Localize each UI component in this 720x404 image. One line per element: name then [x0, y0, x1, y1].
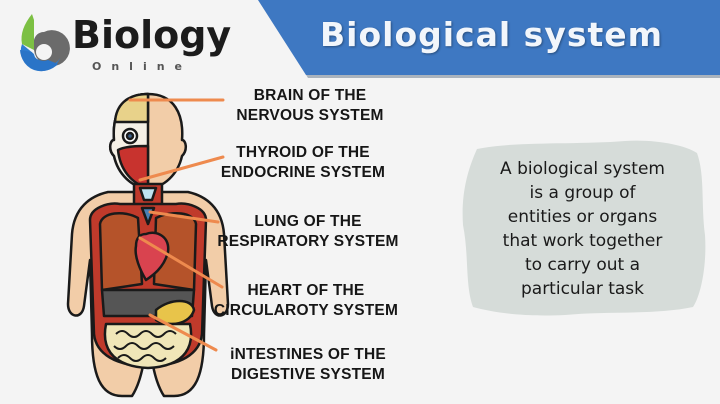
page-title: Biological system — [320, 15, 664, 54]
banner-shape — [258, 0, 720, 78]
brush-background — [462, 140, 706, 316]
logo-wordmark: Biology — [72, 13, 232, 57]
label-thyroid: THYROID OF THE ENDOCRINE SYSTEM — [220, 144, 386, 181]
logo-subtext: Online — [92, 60, 193, 73]
arrow-heart — [138, 236, 224, 289]
definition-card: A biological system is a group of entiti… — [455, 135, 710, 320]
label-lung: LUNG OF THE RESPIRATORY SYSTEM — [217, 213, 399, 250]
label-brain: BRAIN OF THE NERVOUS SYSTEM — [236, 87, 384, 124]
arrow-intestines — [148, 313, 218, 352]
biology-online-logo[interactable]: Biology Online — [14, 10, 234, 74]
arrow-lung — [148, 210, 220, 224]
logo-mark-icon — [20, 14, 70, 72]
human-torso-icon — [66, 92, 230, 398]
label-intestines: iNTESTINES OF THE DIGESTIVE SYSTEM — [230, 346, 386, 383]
title-banner: Biological system — [258, 0, 720, 78]
arrow-thyroid — [138, 155, 225, 182]
label-heart: HEART OF THE CIRCULAROTY SYSTEM — [213, 282, 399, 319]
definition-text: A biological system is a group of entiti… — [500, 159, 665, 299]
